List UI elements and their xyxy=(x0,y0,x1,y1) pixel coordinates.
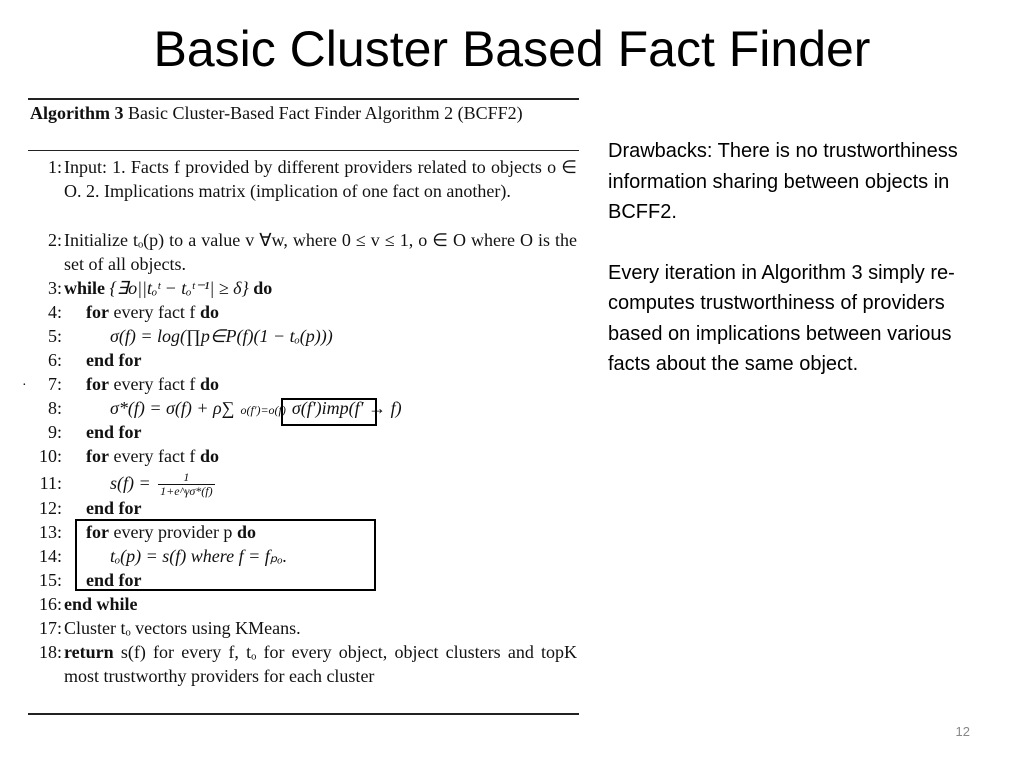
line-number: 15: xyxy=(38,570,62,590)
line-number: 11: xyxy=(39,473,62,493)
line-number: 9: xyxy=(47,422,62,442)
line-text: σ(f) = log(∏p∈P(f)(1 − tₒ(p))) xyxy=(110,326,333,346)
stray-dot: · xyxy=(22,378,27,393)
line-content: while {∃o||tₒᵗ − tₒᵗ⁻¹| ≥ δ} do xyxy=(64,276,272,300)
line-content: for every fact f do xyxy=(86,300,219,324)
line-number: 1: xyxy=(47,157,62,177)
line-number: 7: xyxy=(47,374,62,394)
keyword: for xyxy=(86,302,109,322)
keyword: end for xyxy=(86,422,142,442)
slide-title: Basic Cluster Based Fact Finder xyxy=(153,21,871,77)
line-number: 10: xyxy=(38,446,62,466)
keyword: end for xyxy=(86,498,142,518)
notes-panel: Drawbacks: There is no trustworthiness i… xyxy=(608,136,988,410)
line-text: s(f) for every f, tₒ for every object, o… xyxy=(64,642,578,686)
line-number: 2: xyxy=(47,230,62,250)
fraction-denominator: 1+e^γσ*(f) xyxy=(160,484,213,499)
line-text: σ(f′)imp(f′ → f) xyxy=(291,398,402,418)
line-text: every fact f xyxy=(113,446,196,466)
line-number: 8: xyxy=(47,398,62,418)
line-number: 12: xyxy=(38,498,62,518)
line-number: 16: xyxy=(38,594,62,614)
line-number: 4: xyxy=(47,302,62,322)
line-text: {∃o||tₒᵗ − tₒᵗ⁻¹| ≥ δ} xyxy=(109,278,249,298)
line-text: Input: 1. Facts f provided by different … xyxy=(64,157,577,201)
keyword: do xyxy=(199,374,219,394)
line-text: s(f) = xyxy=(110,473,151,493)
keyword: do xyxy=(253,278,273,298)
keyword: do xyxy=(236,522,256,542)
drawbacks-note: Drawbacks: There is no trustworthiness i… xyxy=(608,140,958,223)
line-text: tₒ(p) = s(f) where f = fₚₒ. xyxy=(110,546,288,566)
highlight-box-sum-subscript xyxy=(281,398,377,426)
line-text: Initialize tₒ(p) to a value v ∀w, where … xyxy=(64,230,577,274)
sum-subscript: o(f′)=o(f) xyxy=(240,403,286,417)
line-content: s(f) = 1 1+e^γσ*(f) xyxy=(110,468,215,498)
fraction: 1 1+e^γσ*(f) xyxy=(158,471,215,499)
line-content: for every provider p do xyxy=(86,520,256,544)
keyword: do xyxy=(199,302,219,322)
bottom-rule xyxy=(28,713,579,715)
iteration-note: Every iteration in Algorithm 3 simply re… xyxy=(608,261,955,376)
line-text: Cluster tₒ vectors using KMeans. xyxy=(64,618,301,638)
line-content: for every fact f do xyxy=(86,372,219,396)
algorithm-block: Algorithm 3 Basic Cluster-Based Fact Fin… xyxy=(28,98,579,716)
fraction-numerator: 1 xyxy=(158,471,215,486)
algorithm-caption: Algorithm 3 Basic Cluster-Based Fact Fin… xyxy=(30,101,578,125)
caption-rule xyxy=(28,150,579,151)
line-number: 13: xyxy=(38,522,62,542)
line-content: return s(f) for every f, tₒ for every ob… xyxy=(64,640,577,688)
line-text: every provider p xyxy=(113,522,233,542)
highlight-box-provider-loop xyxy=(75,519,376,591)
keyword: while xyxy=(64,278,106,298)
line-number: 14: xyxy=(38,546,62,566)
line-number: 5: xyxy=(47,326,62,346)
algorithm-caption-text: Basic Cluster-Based Fact Finder Algorith… xyxy=(128,103,523,123)
line-number: 17: xyxy=(38,618,62,638)
page-number: 12 xyxy=(955,724,970,739)
keyword: for xyxy=(86,446,109,466)
line-text: every fact f xyxy=(113,302,196,322)
keyword: for xyxy=(86,522,109,542)
line-text: σ*(f) = σ(f) + ρ∑ xyxy=(110,398,235,418)
keyword: return xyxy=(64,642,114,662)
line-content: σ*(f) = σ(f) + ρ∑ o(f′)=o(f) σ(f′)imp(f′ →… xyxy=(110,396,402,422)
line-text: every fact f xyxy=(113,374,196,394)
line-content: for every fact f do xyxy=(86,444,219,468)
top-rule xyxy=(28,98,579,100)
algorithm-label: Algorithm 3 xyxy=(30,103,124,123)
line-number: 18: xyxy=(38,642,62,662)
line-number: 6: xyxy=(47,350,62,370)
keyword: end for xyxy=(86,350,142,370)
line-number: 3: xyxy=(47,278,62,298)
keyword: end for xyxy=(86,570,142,590)
keyword: end while xyxy=(64,594,138,614)
keyword: do xyxy=(199,446,219,466)
keyword: for xyxy=(86,374,109,394)
